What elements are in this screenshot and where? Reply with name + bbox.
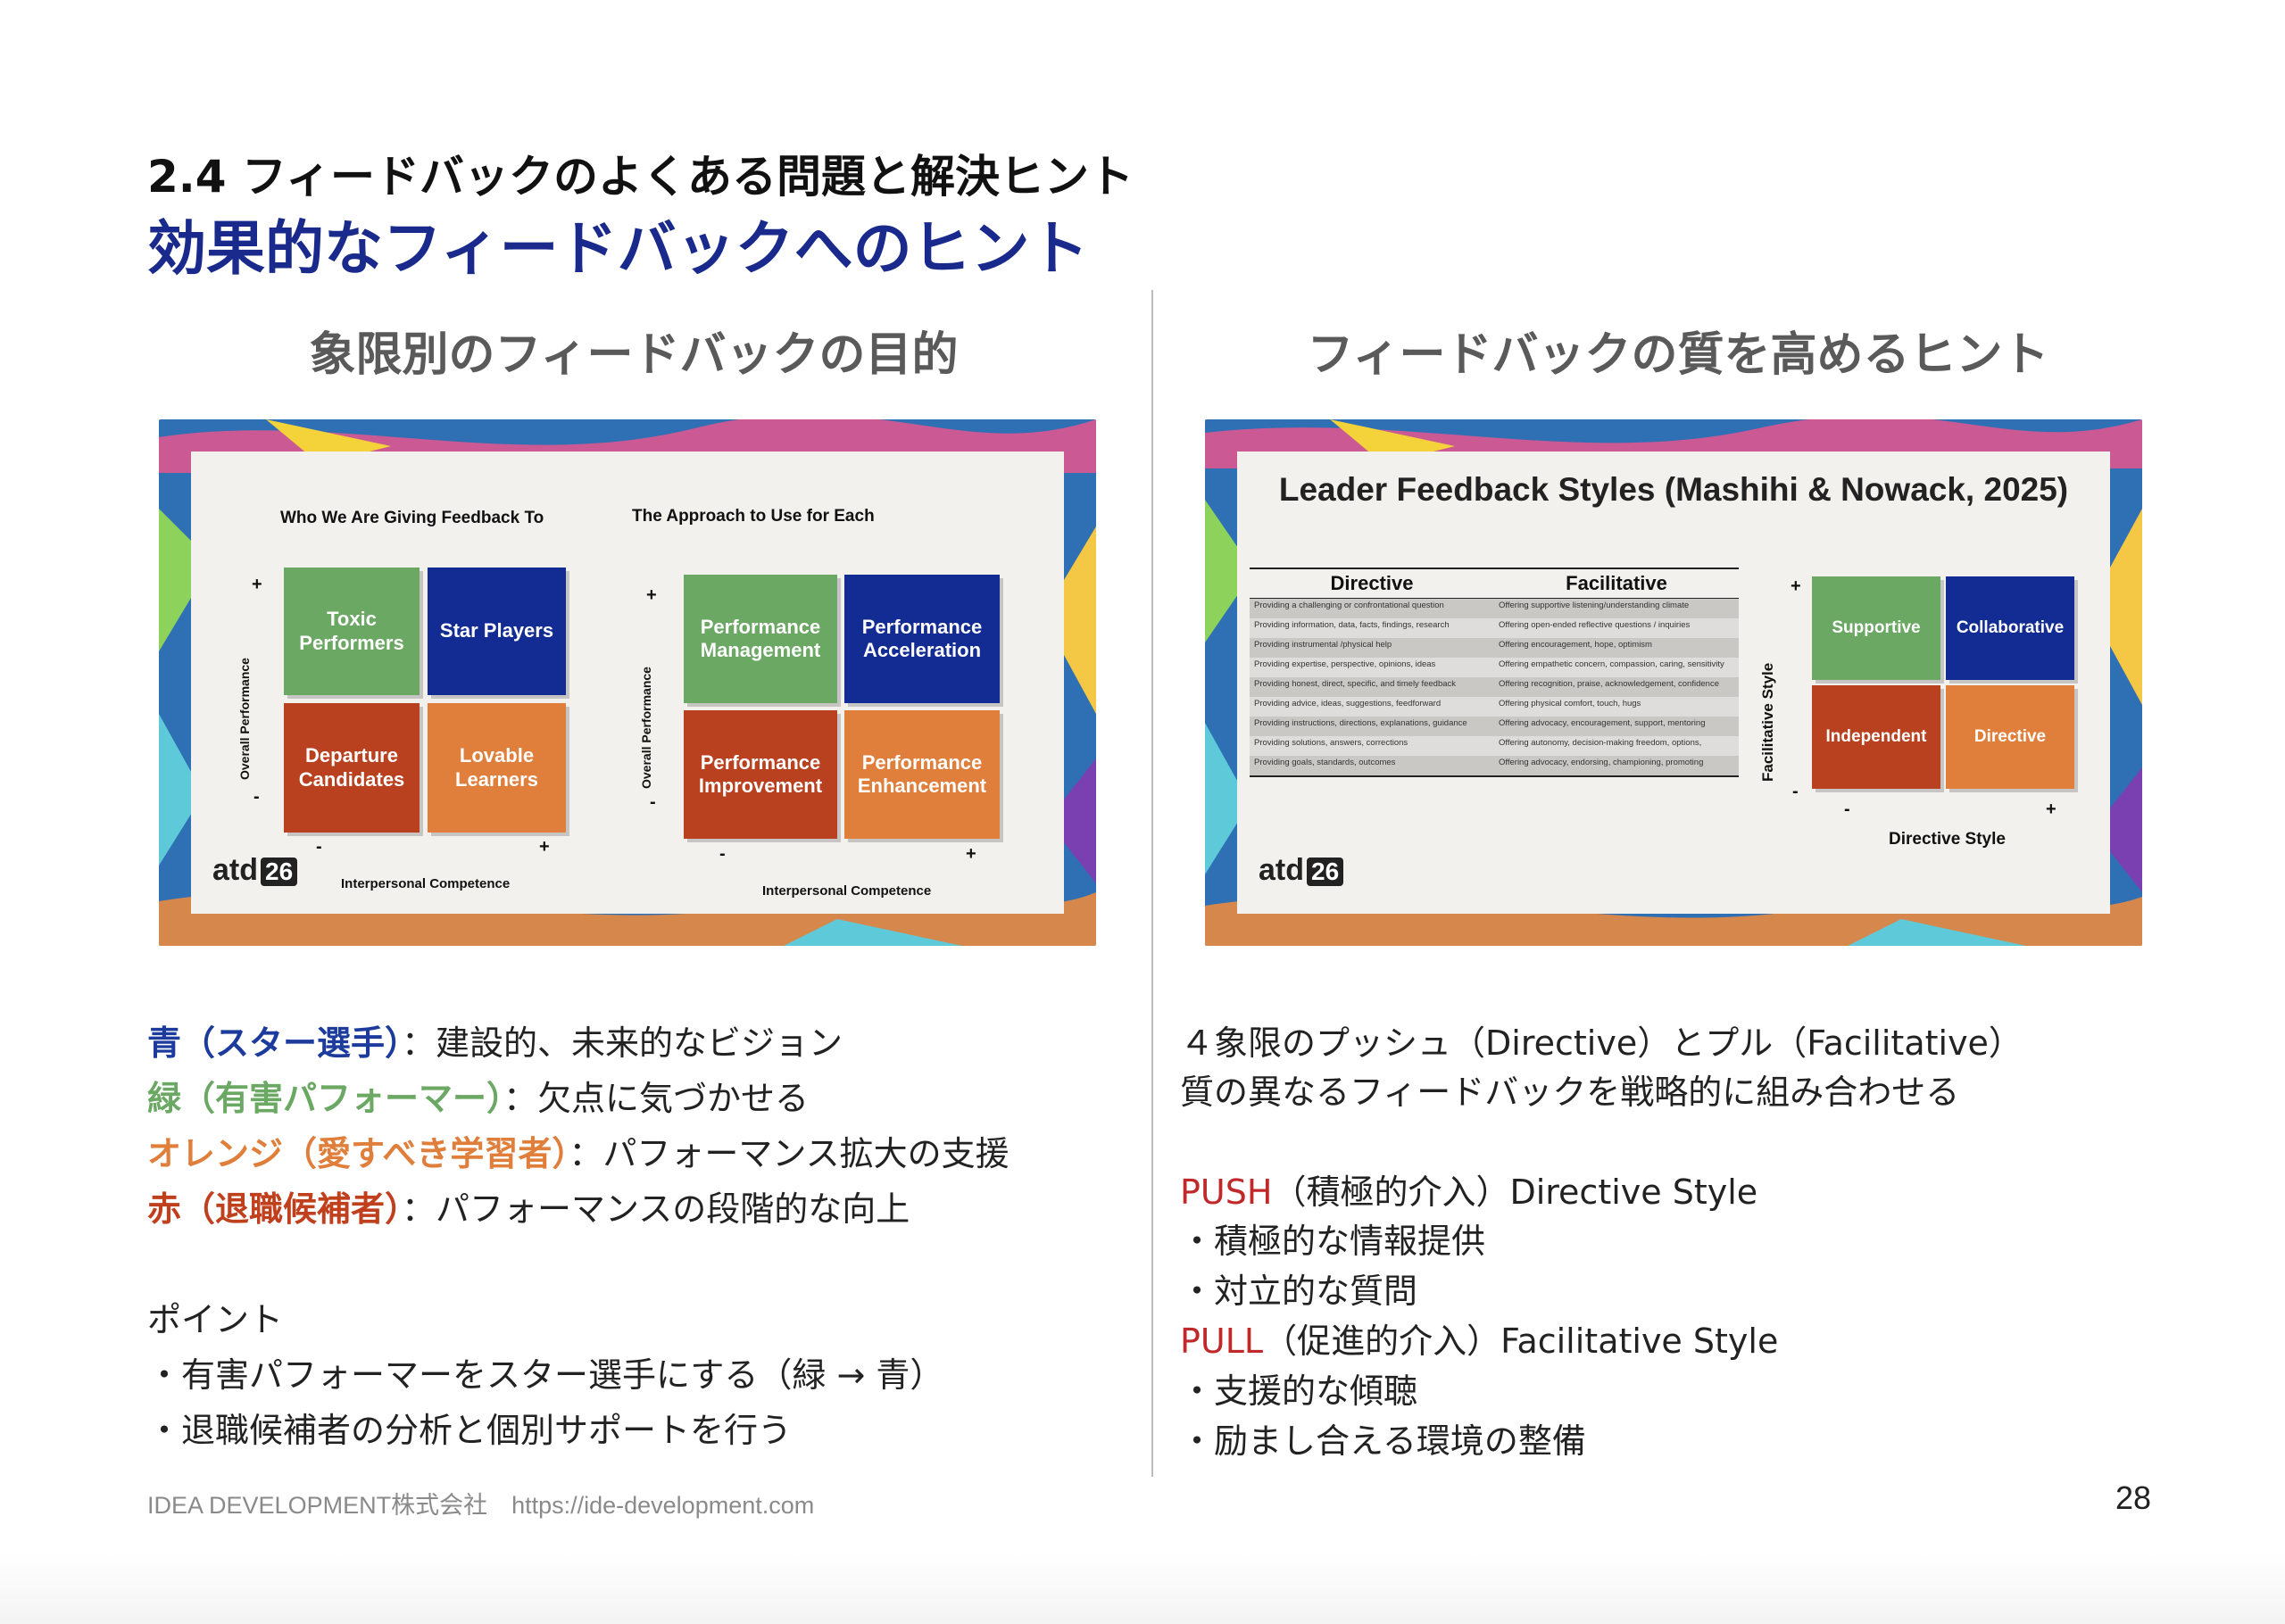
table-row: Providing information, data, facts, find… bbox=[1250, 618, 1739, 638]
table-cell: Offering recognition, praise, acknowledg… bbox=[1499, 679, 1719, 689]
table-cell: Providing goals, standards, outcomes bbox=[1254, 758, 1396, 767]
quadrant-toxic-performers: Toxic Performers bbox=[284, 568, 420, 695]
table-cell: Providing advice, ideas, suggestions, fe… bbox=[1254, 699, 1442, 708]
table-header-cell: Facilitative bbox=[1566, 572, 1667, 594]
quadrant-supportive: Supportive bbox=[1812, 576, 1940, 680]
footer-company: IDEA DEVELOPMENT株式会社 https://ide-develop… bbox=[147, 1492, 815, 1519]
table-row: Providing advice, ideas, suggestions, fe… bbox=[1250, 697, 1739, 717]
page-number: 28 bbox=[2115, 1479, 2152, 1516]
bottom-shade bbox=[0, 1553, 2285, 1624]
y-axis-label: Facilitative Style bbox=[1759, 662, 1776, 782]
left-matrix-title: Who We Are Giving Feedback To bbox=[280, 509, 544, 527]
table-row: Providing goals, standards, outcomes Offe… bbox=[1250, 756, 1739, 775]
quadrant-performance-improvement: Performance Improvement bbox=[684, 710, 837, 839]
slide-title: Leader Feedback Styles (Mashihi & Nowack… bbox=[1278, 471, 2069, 508]
y-plus-label: + bbox=[1791, 576, 1801, 596]
table-cell: Providing instrumental /physical help bbox=[1254, 640, 1392, 650]
column-divider bbox=[1151, 290, 1153, 1477]
table-row: Providing instrumental /physical help Off… bbox=[1250, 638, 1739, 658]
table-row: Providing honest, direct, specific, and … bbox=[1250, 677, 1739, 697]
left-column-heading: 象限別のフィードバックの目的 bbox=[309, 328, 959, 382]
slide-panel: Leader Feedback Styles (Mashihi & Nowack… bbox=[1237, 452, 2110, 914]
push-item: ・対立的な質問 bbox=[1180, 1272, 1418, 1311]
feedback-styles-slide-image: Leader Feedback Styles (Mashihi & Nowack… bbox=[1205, 419, 2142, 946]
table-cell: Providing expertise, perspective, opinio… bbox=[1254, 659, 1436, 669]
pull-item: ・支援的な傾聴 bbox=[1180, 1371, 1418, 1411]
x-minus-label: - bbox=[316, 837, 322, 857]
quadrant-star-players: Star Players bbox=[428, 568, 566, 695]
table-cell: Providing instructions, directions, expl… bbox=[1254, 718, 1467, 728]
slide-panel: Who We Are Giving Feedback To The Approa… bbox=[191, 452, 1064, 914]
y-minus-label: - bbox=[650, 792, 656, 812]
page-title: 効果的なフィードバックへのヒント bbox=[147, 214, 1089, 283]
pull-item: ・励まし合える環境の整備 bbox=[1180, 1421, 1586, 1461]
x-minus-label: - bbox=[719, 844, 726, 864]
y-plus-label: + bbox=[252, 575, 262, 594]
table-row: Providing solutions, answers, correction… bbox=[1250, 736, 1739, 756]
quadrant-slide-image: Who We Are Giving Feedback To The Approa… bbox=[159, 419, 1096, 946]
quadrant-independent: Independent bbox=[1812, 685, 1940, 789]
point-item: ・退職候補者の分析と個別サポートを行う bbox=[147, 1411, 793, 1450]
point-line-red: 赤（退職候補者）：パフォーマンスの段階的な向上 bbox=[147, 1189, 910, 1229]
table-cell: Offering physical comfort, touch, hugs bbox=[1499, 699, 1641, 708]
x-minus-label: - bbox=[1844, 800, 1850, 819]
right-intro-line: ４象限のプッシュ（Directive）とプル（Facilitative） bbox=[1180, 1023, 2023, 1063]
quadrant-departure-candidates: Departure Candidates bbox=[284, 703, 420, 833]
table-header-cell: Directive bbox=[1330, 572, 1414, 594]
y-minus-label: - bbox=[1792, 782, 1799, 801]
x-axis-label: Interpersonal Competence bbox=[762, 883, 932, 899]
push-heading: PUSH（積極的介入）Directive Style bbox=[1180, 1172, 1758, 1212]
point-line-orange: オレンジ（愛すべき学習者）：パフォーマンス拡大の支援 bbox=[147, 1134, 1010, 1173]
point-line-green: 緑（有害パフォーマー）：欠点に気づかせる bbox=[147, 1079, 810, 1118]
y-minus-label: - bbox=[253, 787, 260, 807]
quadrant-performance-enhancement: Performance Enhancement bbox=[844, 710, 1000, 839]
y-plus-label: + bbox=[646, 585, 657, 605]
table-cell: Offering advocacy, encouragement, suppor… bbox=[1499, 718, 1706, 728]
quadrant-collaborative: Collaborative bbox=[1946, 576, 2074, 680]
pull-heading: PULL（促進的介入）Facilitative Style bbox=[1180, 1322, 1779, 1361]
table-cell: Offering advocacy, endorsing, championin… bbox=[1499, 758, 1704, 767]
quadrant-performance-management: Performance Management bbox=[684, 575, 837, 703]
table-cell: Offering open-ended reflective questions… bbox=[1499, 620, 1691, 630]
x-plus-label: + bbox=[966, 844, 976, 864]
table-cell: Offering autonomy, decision-making freed… bbox=[1499, 738, 1702, 748]
table-cell: Offering supportive listening/understand… bbox=[1499, 601, 1690, 610]
point-heading: ポイント bbox=[147, 1300, 284, 1339]
table-header: Directive Facilitative bbox=[1250, 569, 1739, 599]
right-matrix-title: The Approach to Use for Each bbox=[632, 507, 875, 526]
feedback-styles-table: Directive Facilitative Providing a chall… bbox=[1250, 568, 1739, 777]
table-cell: Providing a challenging or confrontation… bbox=[1254, 601, 1444, 610]
x-axis-label: Interpersonal Competence bbox=[341, 876, 511, 891]
y-axis-label: Overall Performance bbox=[639, 667, 653, 789]
table-row: Providing expertise, perspective, opinio… bbox=[1250, 658, 1739, 677]
table-cell: Offering empathetic concern, compassion,… bbox=[1499, 659, 1724, 669]
point-line-blue: 青（スター選手）：建設的、未来的なビジョン bbox=[147, 1023, 843, 1063]
table-cell: Providing solutions, answers, correction… bbox=[1254, 738, 1408, 748]
table-row: Providing instructions, directions, expl… bbox=[1250, 717, 1739, 736]
table-cell: Providing honest, direct, specific, and … bbox=[1254, 679, 1457, 689]
quadrant-performance-acceleration: Performance Acceleration bbox=[844, 575, 1000, 703]
right-intro-line: 質の異なるフィードバックを戦略的に組み合わせる bbox=[1180, 1073, 1960, 1112]
table-row: Providing a challenging or confrontation… bbox=[1250, 599, 1739, 618]
quadrant-directive: Directive bbox=[1946, 685, 2074, 789]
right-column-heading: フィードバックの質を高めるヒント bbox=[1307, 328, 2049, 382]
table-cell: Offering encouragement, hope, optimism bbox=[1499, 640, 1652, 650]
point-item: ・有害パフォーマーをスター選手にする（緑 → 青） bbox=[147, 1355, 944, 1395]
y-axis-label: Overall Performance bbox=[237, 658, 252, 780]
x-axis-label: Directive Style bbox=[1889, 830, 2006, 849]
quadrant-lovable-learners: Lovable Learners bbox=[428, 703, 566, 833]
x-plus-label: + bbox=[2046, 800, 2056, 819]
table-cell: Providing information, data, facts, find… bbox=[1254, 620, 1450, 630]
x-plus-label: + bbox=[539, 837, 550, 857]
push-item: ・積極的な情報提供 bbox=[1180, 1222, 1486, 1261]
section-title: 2.4 フィードバックのよくある問題と解決ヒント bbox=[147, 151, 1134, 203]
